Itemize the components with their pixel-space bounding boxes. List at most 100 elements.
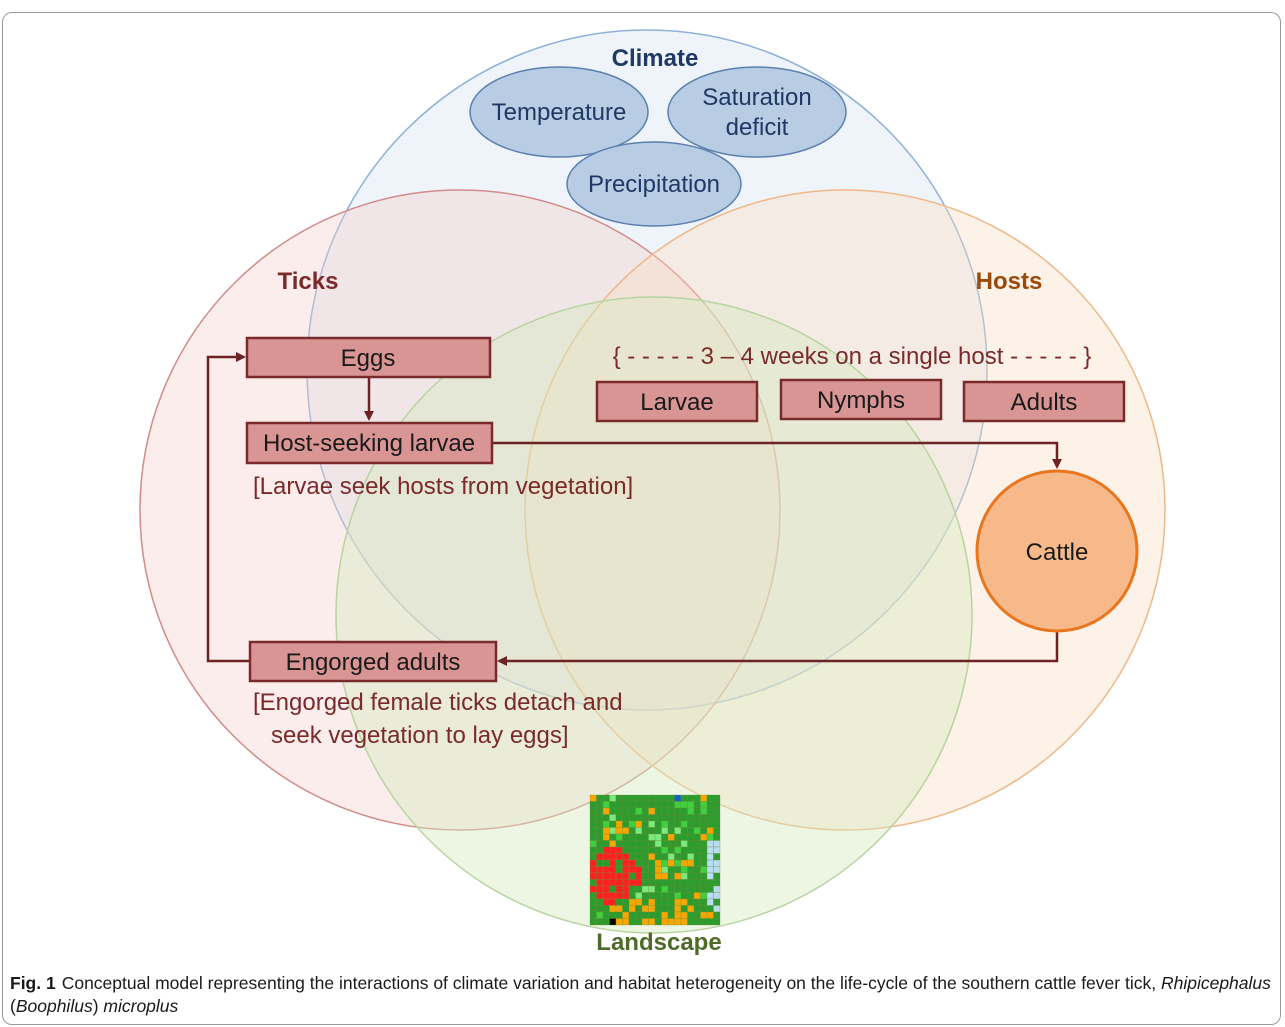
landscape-map-cell xyxy=(615,879,623,887)
landscape-map-cell xyxy=(674,840,682,848)
landscape-map-cell xyxy=(615,885,623,893)
landscape-map-cell xyxy=(648,911,656,919)
landscape-circle xyxy=(335,296,973,934)
landscape-map-cell xyxy=(615,859,623,867)
landscape-map-cell xyxy=(596,840,604,848)
landscape-map-cell xyxy=(700,892,708,900)
landscape-map-cell xyxy=(628,807,636,815)
landscape-map-cell xyxy=(609,872,617,880)
landscape-map-cell xyxy=(635,853,643,861)
adults-stage-box xyxy=(962,380,1126,423)
landscape-map-cell xyxy=(654,846,662,854)
landscape-map-cell xyxy=(602,879,610,887)
landscape-map-cell xyxy=(706,905,714,913)
landscape-map-cell xyxy=(706,892,714,900)
landscape-map-cell xyxy=(635,885,643,893)
landscape-map-cell xyxy=(700,827,708,835)
landscape-map-cell xyxy=(648,846,656,854)
landscape-map-cell xyxy=(622,801,630,809)
landscape-map-cell xyxy=(641,898,649,906)
landscape-map-cell xyxy=(713,866,721,874)
landscape-map-cell xyxy=(622,872,630,880)
landscape-map-cell xyxy=(674,846,682,854)
landscape-map-cell xyxy=(589,801,597,809)
landscape-map-cell xyxy=(667,911,675,919)
landscape-map-cell xyxy=(667,859,675,867)
landscape-map-cell xyxy=(693,814,701,822)
landscape-map-cell xyxy=(687,905,695,913)
hosts-circle xyxy=(524,189,1166,831)
engorged-note-line1: [Engorged female ticks detach and xyxy=(253,689,623,716)
landscape-map-cell xyxy=(628,885,636,893)
landscape-map-cell xyxy=(706,859,714,867)
landscape-map-cell xyxy=(622,846,630,854)
landscape-map-cell xyxy=(667,866,675,874)
saturation-label-line1: Saturation xyxy=(702,84,811,111)
landscape-map-cell xyxy=(661,905,669,913)
landscape-map-cell xyxy=(609,879,617,887)
landscape-map-cell xyxy=(589,840,597,848)
landscape-map-cell xyxy=(628,872,636,880)
landscape-map-cell xyxy=(648,872,656,880)
landscape-map-cell xyxy=(654,898,662,906)
landscape-map-cell xyxy=(700,911,708,919)
landscape-map-cell xyxy=(667,885,675,893)
venn-diagram: Climate Ticks Hosts Landscape Temperatur… xyxy=(139,29,1166,956)
landscape-map-cell xyxy=(680,820,688,828)
landscape-map-cell xyxy=(596,794,604,802)
landscape-map-cell xyxy=(602,794,610,802)
landscape-map-cell xyxy=(648,866,656,874)
landscape-map-cell xyxy=(661,872,669,880)
landscape-map-cell xyxy=(706,866,714,874)
landscape-map-cell xyxy=(687,918,695,926)
landscape-map-cell xyxy=(615,898,623,906)
landscape-map-cell xyxy=(713,911,721,919)
landscape-map-cell xyxy=(596,801,604,809)
landscape-map-cell xyxy=(661,840,669,848)
landscape-map-cell xyxy=(693,853,701,861)
landscape-map-cell xyxy=(693,859,701,867)
landscape-map-cell xyxy=(635,814,643,822)
landscape-map-cell xyxy=(589,885,597,893)
climate-label: Climate xyxy=(612,45,699,72)
landscape-map-cell xyxy=(628,840,636,848)
landscape-map-cell xyxy=(674,807,682,815)
landscape-map-cell xyxy=(589,833,597,841)
landscape-map-cell xyxy=(596,866,604,874)
landscape-map-cell xyxy=(635,801,643,809)
landscape-map-cell xyxy=(706,814,714,822)
landscape-map-cell xyxy=(635,794,643,802)
landscape-map-cell xyxy=(641,794,649,802)
landscape-map-cell xyxy=(674,801,682,809)
landscape-map-cell xyxy=(628,794,636,802)
landscape-map-cell xyxy=(648,905,656,913)
landscape-map-cell xyxy=(687,840,695,848)
landscape-map-cell xyxy=(654,905,662,913)
landscape-map-cell xyxy=(615,801,623,809)
landscape-map-cell xyxy=(602,840,610,848)
landscape-map-cell xyxy=(680,794,688,802)
landscape-map-cell xyxy=(674,820,682,828)
landscape-map-cell xyxy=(635,833,643,841)
landscape-map-cell xyxy=(589,814,597,822)
landscape-map-cell xyxy=(674,911,682,919)
ticks-label: Ticks xyxy=(278,268,339,295)
landscape-map-cell xyxy=(700,918,708,926)
landscape-map-cell xyxy=(654,827,662,835)
landscape-map-cell xyxy=(661,859,669,867)
landscape-map-cell xyxy=(615,905,623,913)
landscape-map-cell xyxy=(589,827,597,835)
landscape-map-cell xyxy=(602,807,610,815)
landscape-map-cell xyxy=(667,801,675,809)
landscape-map-cell xyxy=(609,905,617,913)
landscape-map-cell xyxy=(602,859,610,867)
landscape-map-cell xyxy=(700,814,708,822)
landscape-map-cell xyxy=(628,905,636,913)
landscape-map-cell xyxy=(687,898,695,906)
landscape-map-cell xyxy=(615,814,623,822)
landscape-map-cell xyxy=(693,866,701,874)
landscape-map-cell xyxy=(654,820,662,828)
landscape-map-cell xyxy=(706,833,714,841)
landscape-map-cell xyxy=(635,892,643,900)
landscape-map-cell xyxy=(602,866,610,874)
